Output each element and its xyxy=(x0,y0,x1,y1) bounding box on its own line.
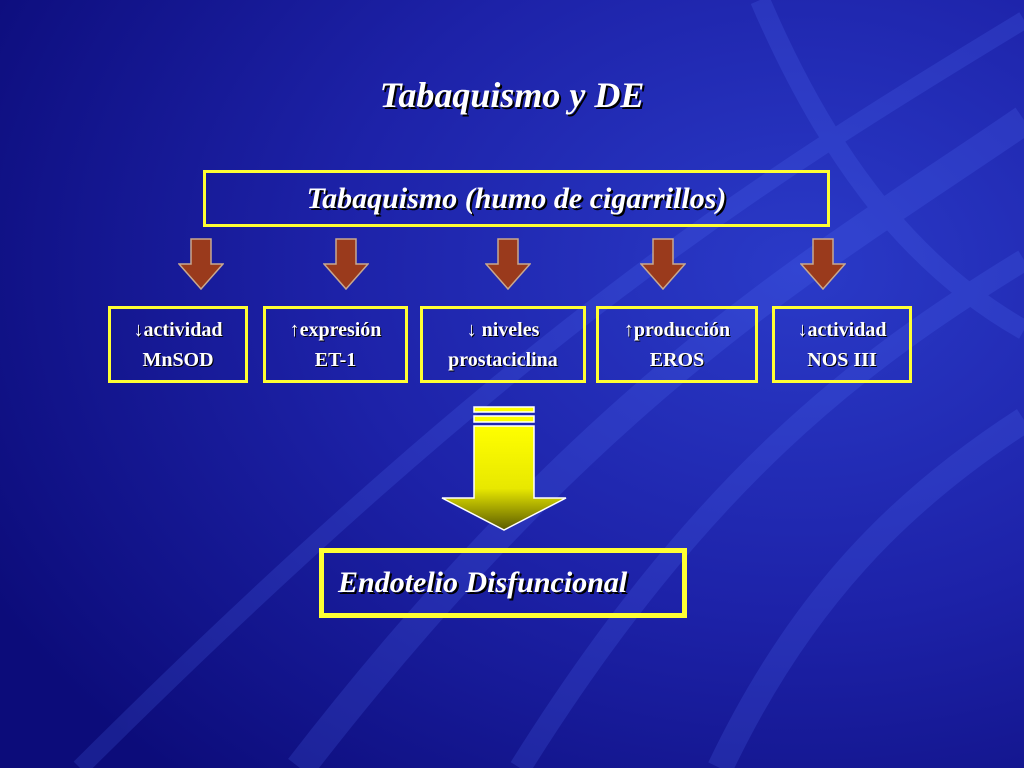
source-label: Tabaquismo (humo de cigarrillos) xyxy=(306,181,727,215)
effect-line1: ↑expresión xyxy=(289,318,382,341)
effect-line2: ET-1 xyxy=(314,348,357,371)
slide-title: Tabaquismo y DE xyxy=(379,75,645,115)
result-label: Endotelio Disfuncional xyxy=(338,566,628,599)
effect-line2: prostaciclina xyxy=(448,348,558,371)
down-arrow-icon xyxy=(485,238,531,290)
effect-line2: MnSOD xyxy=(142,348,214,371)
effect-line1: ↓actividad xyxy=(133,318,223,341)
result-box: Endotelio Disfuncional xyxy=(319,548,687,618)
source-box: Tabaquismo (humo de cigarrillos) xyxy=(203,170,830,227)
effect-box-nos3: ↓actividad NOS III xyxy=(772,306,912,383)
down-arrow-icon xyxy=(178,238,224,290)
big-down-arrow-icon xyxy=(441,406,567,531)
down-arrow-icon xyxy=(323,238,369,290)
effect-line2: EROS xyxy=(649,348,705,371)
effect-box-et1: ↑expresión ET-1 xyxy=(263,306,408,383)
effect-line1: ↑producción xyxy=(623,318,731,341)
down-arrow-icon xyxy=(640,238,686,290)
effect-box-eros: ↑producción EROS xyxy=(596,306,758,383)
effect-line1: ↓actividad xyxy=(797,318,887,341)
effect-line1: ↓ niveles xyxy=(466,318,540,341)
effect-box-prostaciclina: ↓ niveles prostaciclina xyxy=(420,306,586,383)
effect-line2: NOS III xyxy=(807,348,877,371)
down-arrow-icon xyxy=(800,238,846,290)
effect-box-mnsod: ↓actividad MnSOD xyxy=(108,306,248,383)
